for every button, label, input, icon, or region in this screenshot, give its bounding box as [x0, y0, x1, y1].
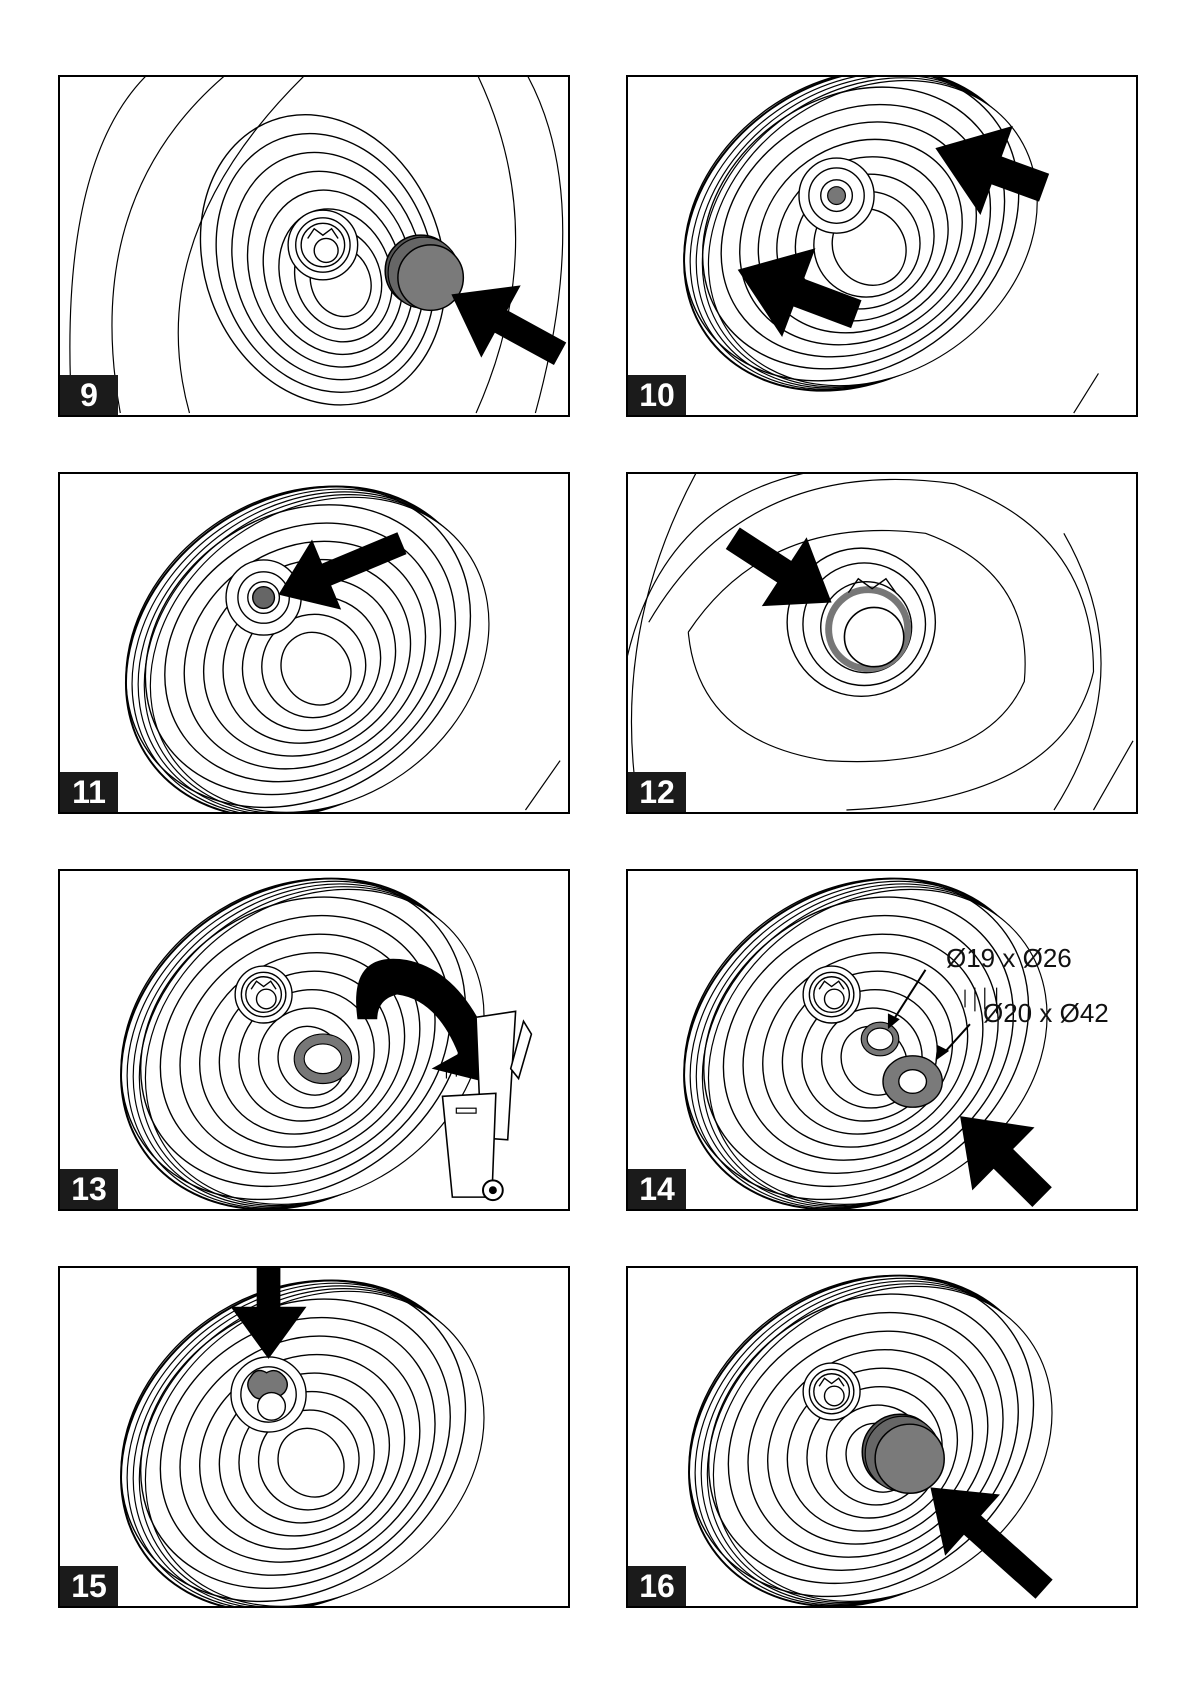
step-illustration-9 — [60, 77, 568, 415]
step-number-label: 15 — [60, 1566, 118, 1606]
step-number-label: 14 — [628, 1169, 686, 1209]
step-illustration-14 — [628, 871, 1136, 1209]
step-panel-11: 11 — [58, 472, 570, 814]
step-illustration-16 — [628, 1268, 1136, 1606]
step-number-label: 16 — [628, 1566, 686, 1606]
washer-small-dimension: Ø19 x Ø26 — [946, 943, 1072, 974]
step-number-label: 12 — [628, 772, 686, 812]
step-number-label: 9 — [60, 375, 118, 415]
washer-large-dimension: Ø20 x Ø42 — [983, 998, 1109, 1029]
step-illustration-12 — [628, 474, 1136, 812]
step-number-label: 10 — [628, 375, 686, 415]
step-panel-10: 10 — [626, 75, 1138, 417]
step-illustration-10 — [628, 77, 1136, 415]
step-number-label: 13 — [60, 1169, 118, 1209]
step-panel-9: 9 — [58, 75, 570, 417]
step-number-label: 11 — [60, 772, 118, 812]
step-panel-12: 12 — [626, 472, 1138, 814]
step-panel-13: 13 — [58, 869, 570, 1211]
step-illustration-15 — [60, 1268, 568, 1606]
step-panel-15: 15 — [58, 1266, 570, 1608]
step-illustration-11 — [60, 474, 568, 812]
step-panel-16: 16 — [626, 1266, 1138, 1608]
step-illustration-13 — [60, 871, 568, 1209]
